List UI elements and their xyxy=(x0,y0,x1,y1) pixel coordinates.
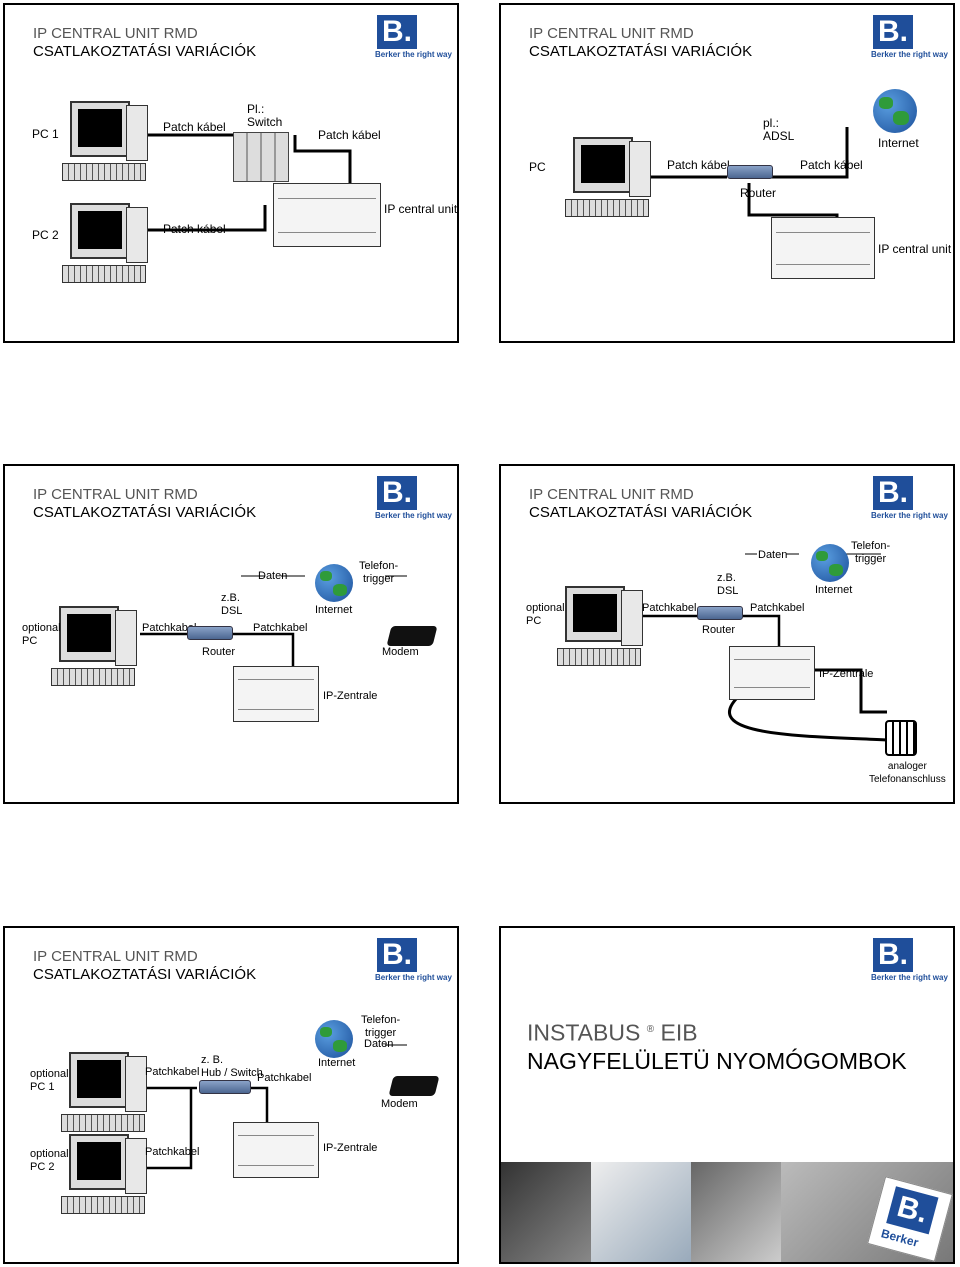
globe-icon xyxy=(315,564,353,602)
pc-1 xyxy=(60,101,152,187)
pc-2 xyxy=(59,1134,151,1220)
label-switch: Pl.:Switch xyxy=(247,102,283,129)
switch-device xyxy=(233,132,289,182)
slide-instabus: B.Berker the right way INSTABUS ® EIB NA… xyxy=(499,926,955,1264)
label-ip: IP central unit xyxy=(878,242,952,256)
label-telefontrigger: Telefon-trigger xyxy=(361,1014,401,1039)
label-internet: Internet xyxy=(315,604,353,616)
globe-icon xyxy=(315,1020,353,1058)
label-hub: z. B.Hub / Switch xyxy=(201,1054,263,1079)
label-ip: IP central unit xyxy=(384,202,458,216)
cable-lines xyxy=(140,575,407,666)
label-pc2: PC 2 xyxy=(32,228,59,242)
label-router: Router xyxy=(740,186,777,200)
label-patch: Patch kábel xyxy=(667,158,730,172)
label-pc: PC xyxy=(529,160,546,174)
label-telefontrigger: Telefon-trigger xyxy=(359,560,399,585)
router-device xyxy=(727,165,773,179)
label-daten: Daten xyxy=(758,549,788,561)
berker-logo: B.Berker the right way xyxy=(871,15,948,59)
label-pc1: PC 1 xyxy=(32,127,59,141)
globe-icon xyxy=(873,89,917,133)
pc-1 xyxy=(59,1052,151,1138)
pc xyxy=(49,606,141,692)
label-dsl: z.B.DSL xyxy=(717,572,739,597)
label-dsl: z.B.DSL xyxy=(221,592,243,617)
pc xyxy=(563,137,655,223)
ip-central-unit xyxy=(771,217,875,279)
berker-logo: B.Berker the right way xyxy=(375,15,452,59)
pc-2 xyxy=(60,203,152,289)
label-internet: Internet xyxy=(878,136,919,150)
ip-central-unit xyxy=(233,1122,319,1178)
label-router: Router xyxy=(202,646,236,658)
label-patch: Patchkabel xyxy=(750,602,805,614)
label-patch: Patchkabel xyxy=(145,1146,200,1158)
hub-switch-device xyxy=(199,1080,251,1094)
ip-central-unit xyxy=(273,183,381,247)
label-ip: IP-Zentrale xyxy=(323,690,378,702)
label-patch: Patchkabel xyxy=(642,602,697,614)
label-patch: Patchkabel xyxy=(142,622,197,634)
product-photo-strip: B.Berker xyxy=(501,1162,953,1262)
router-device xyxy=(187,626,233,640)
label-ip: IP-Zentrale xyxy=(323,1142,378,1154)
label-internet: Internet xyxy=(815,584,853,596)
pc xyxy=(555,586,647,672)
label-daten: Daten xyxy=(258,570,288,582)
router-device xyxy=(697,606,743,620)
label-patch: Patch kábel xyxy=(163,120,226,134)
modem-device xyxy=(386,626,438,646)
label-patch: Patch kábel xyxy=(318,128,381,142)
ip-central-unit xyxy=(729,646,815,700)
slide-heading: INSTABUS ® EIB NAGYFELÜLETÜ NYOMÓGOMBOK xyxy=(527,1019,907,1074)
cable-lines xyxy=(641,553,888,742)
label-daten: Daten xyxy=(364,1038,394,1050)
ip-central-unit xyxy=(233,666,319,722)
label-modem: Modem xyxy=(381,1098,418,1110)
berker-logo: B.Berker the right way xyxy=(375,938,452,982)
label-patch: Patchkabel xyxy=(257,1072,312,1084)
berker-logo: B.Berker the right way xyxy=(871,938,948,982)
label-patch: Patchkabel xyxy=(145,1066,200,1078)
label-router: Router xyxy=(702,624,736,636)
label-telefontrigger: Telefon-trigger xyxy=(851,540,891,565)
label-internet: Internet xyxy=(318,1057,356,1069)
globe-icon xyxy=(811,544,849,582)
label-patch: Patchkabel xyxy=(253,622,308,634)
label-modem: Modem xyxy=(382,646,419,658)
berker-logo: B.Berker the right way xyxy=(871,476,948,520)
modem-device xyxy=(388,1076,440,1096)
label-ip: IP-Zentrale xyxy=(819,668,874,680)
label-adsl: pl.:ADSL xyxy=(763,116,795,143)
cable-lines xyxy=(139,1044,407,1170)
label-patch: Patch kábel xyxy=(800,158,863,172)
label-patch: Patch kábel xyxy=(163,222,226,236)
berker-logo: B.Berker the right way xyxy=(375,476,452,520)
telephone-icon xyxy=(885,720,917,756)
